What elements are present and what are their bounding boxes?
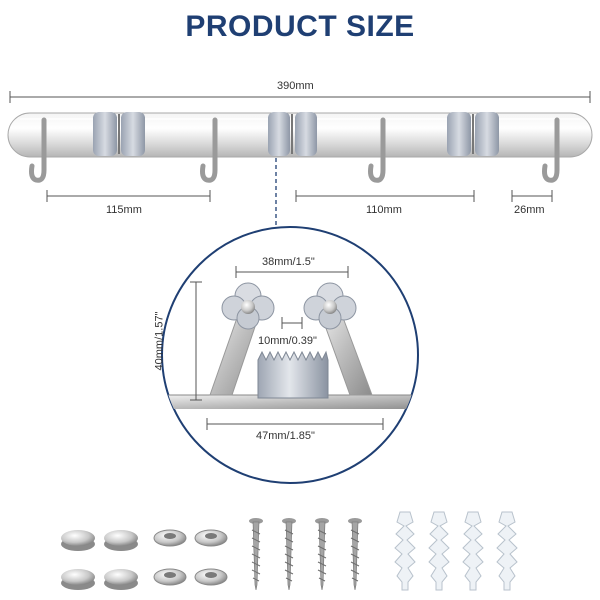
screw — [348, 518, 362, 591]
accessory-anchors — [394, 511, 518, 591]
cap — [104, 569, 138, 590]
accessory-washers — [153, 529, 228, 586]
dim-110-line — [295, 190, 475, 202]
washer — [153, 529, 187, 547]
clip-3 — [447, 112, 499, 156]
roller-right — [303, 282, 357, 330]
accessory-caps — [61, 530, 138, 590]
hook-4 — [542, 117, 560, 183]
dim-end-margin: 26mm — [514, 204, 545, 216]
dim-total-length: 390mm — [277, 80, 314, 92]
cap — [61, 569, 95, 590]
dim-clip-to-hook: 110mm — [366, 204, 402, 216]
cap — [104, 530, 138, 551]
accessory-screws — [249, 518, 362, 591]
wall-anchor — [394, 511, 416, 591]
screw — [282, 518, 296, 591]
hook-2 — [200, 117, 218, 183]
cap — [61, 530, 95, 551]
hook-1 — [29, 117, 47, 183]
washer — [153, 568, 187, 586]
page-title: PRODUCT SIZE — [185, 10, 415, 43]
total-length-dimension — [9, 91, 591, 103]
wall-anchor — [496, 511, 518, 591]
washer — [194, 568, 228, 586]
dim-clip-base: 47mm/1.85" — [256, 430, 315, 442]
clip-1 — [93, 112, 145, 156]
screw — [249, 518, 263, 591]
wall-anchor — [462, 511, 484, 591]
clip-2 — [268, 112, 317, 156]
detail-dimension-lines — [190, 266, 384, 430]
dim-clip-gap: 10mm/0.39" — [258, 335, 317, 347]
detail-view — [161, 226, 419, 484]
wall-anchor — [428, 511, 450, 591]
hook-3 — [368, 117, 386, 183]
dim-hook-to-clip: 115mm — [106, 204, 142, 216]
washer — [194, 529, 228, 547]
dim-clip-height: 40mm/1.57" — [153, 311, 166, 371]
dim-clip-width: 38mm/1.5" — [262, 256, 315, 268]
dim-26-line — [511, 190, 553, 202]
dim-115-line — [46, 190, 211, 202]
screw — [315, 518, 329, 591]
roller-left — [221, 282, 275, 330]
